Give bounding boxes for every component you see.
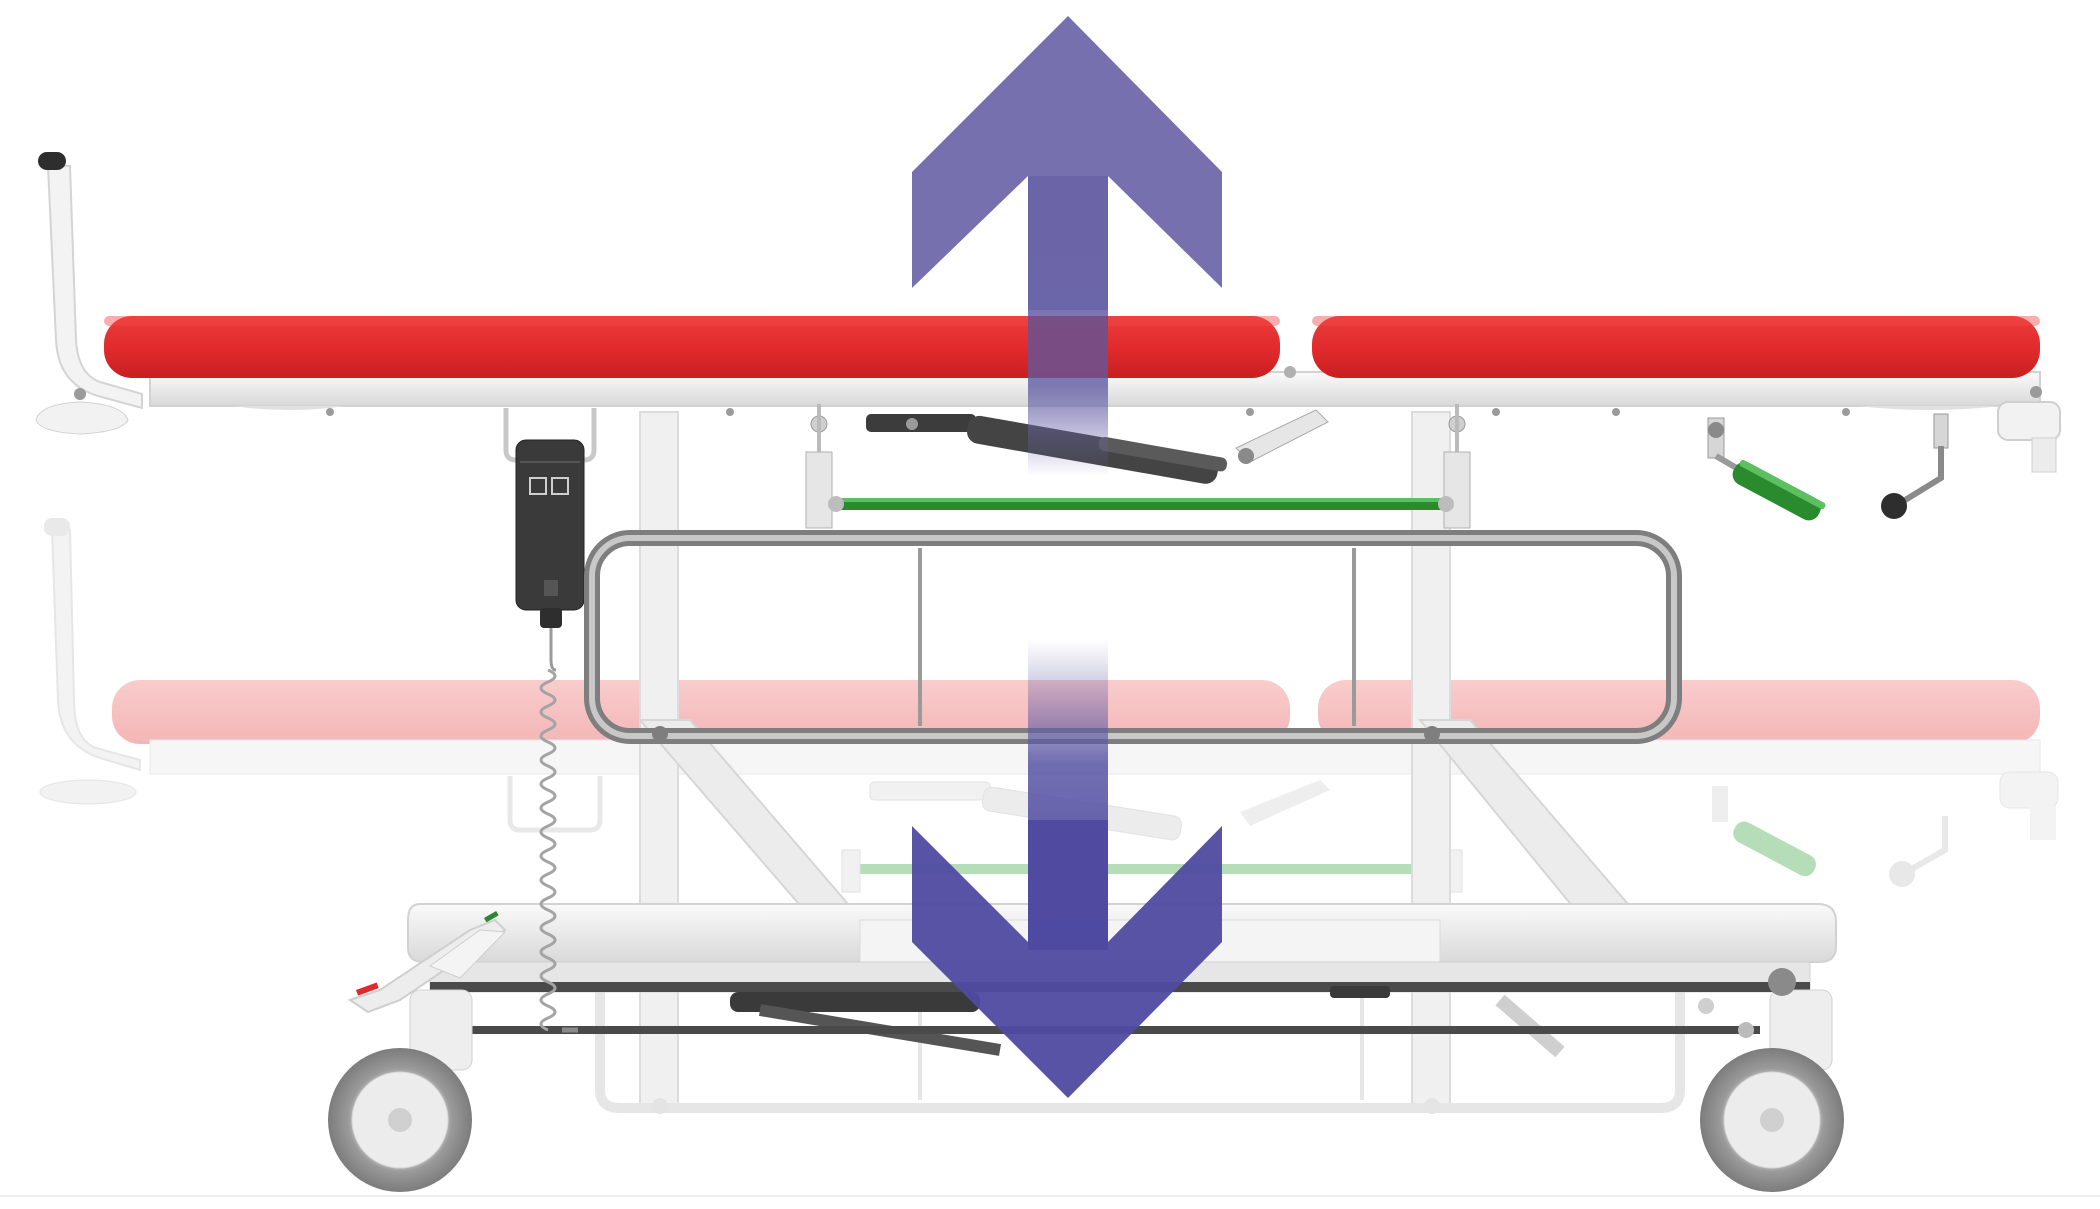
mattress-head-section — [104, 316, 1280, 378]
pedal-icon — [347, 911, 507, 1014]
remote-control-icon — [515, 439, 585, 1033]
up-down-arrow-icon — [912, 16, 1222, 1098]
crank-handle — [1881, 413, 1949, 519]
wheel-icon — [328, 989, 473, 1192]
side-rail — [584, 530, 1682, 744]
push-handle — [35, 152, 143, 435]
siderail-mounts — [805, 404, 1471, 529]
green-lever — [1707, 417, 1826, 521]
mattress-foot-section — [1312, 316, 2040, 378]
green-release-bar — [828, 496, 1454, 512]
wheel-icon — [1700, 968, 1844, 1192]
